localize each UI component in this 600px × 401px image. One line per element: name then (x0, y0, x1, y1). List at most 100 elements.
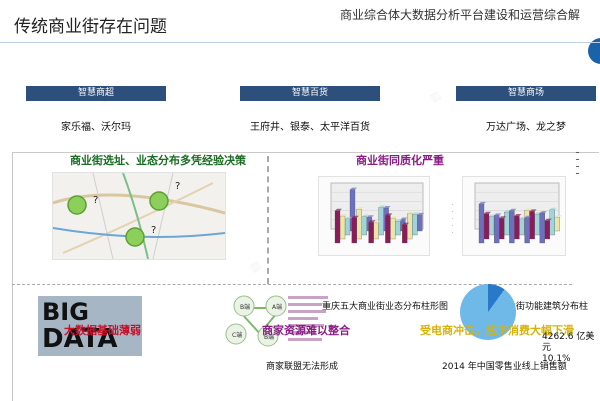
chart-bar-top (340, 214, 347, 216)
chart-bar (488, 216, 495, 236)
diagram-node: C端 (232, 331, 242, 339)
chart-bar (339, 215, 346, 240)
divider-horizontal (12, 284, 572, 285)
chart-bar (544, 220, 550, 240)
category-label-supermarket: 智慧商超 (26, 86, 166, 101)
chart-bar-top (351, 215, 359, 218)
map-image: ? ? ? (52, 172, 226, 260)
chart-bar-top (400, 217, 408, 220)
brand-circle-icon (588, 38, 600, 64)
chart-bar-top (554, 215, 562, 218)
watermark: ▥ (427, 88, 443, 105)
chart-bar-top (385, 213, 393, 216)
issues-frame (12, 152, 599, 401)
chart-bar-top (373, 220, 381, 223)
chart-bar (395, 221, 401, 236)
chart-bar (483, 213, 490, 240)
chart-bar-top (412, 212, 420, 215)
chart-bar-top (499, 216, 507, 219)
chart-bar-top (544, 218, 552, 221)
divider-vertical (267, 156, 269, 284)
issue-big-data: 大数据基础薄弱 (64, 324, 141, 337)
chart-bar (368, 222, 374, 244)
issue-site-selection: 商业街选址、业态分布多凭经验决策 (70, 154, 246, 167)
chart-bar (519, 218, 525, 236)
chart-bar (390, 218, 396, 240)
chart-bar (539, 212, 545, 244)
chart-bar-top (395, 219, 403, 222)
chart-bar-top (479, 201, 486, 204)
chart-bar-top (335, 208, 342, 211)
big-data-word-2: DATA (42, 324, 118, 354)
svg-text:?: ? (93, 195, 98, 206)
bar-chart-business-format (330, 182, 425, 244)
chart-bar-top (383, 206, 391, 208)
chart-bar (402, 224, 408, 244)
chart-bar (351, 217, 357, 244)
chart-bar-top (529, 209, 537, 212)
chart-bar-top (539, 211, 547, 214)
big-data-image: BIG DATA (38, 296, 142, 356)
chart-bar-top (417, 212, 425, 215)
chart-bar (509, 210, 515, 244)
chart-bar (494, 215, 500, 244)
chart-bar (356, 208, 362, 240)
category-sub-mall: 万达广场、龙之梦 (486, 122, 566, 133)
chart-bar (534, 214, 540, 236)
map-graphic: ? ? ? (53, 173, 225, 259)
merchant-diagram: B端 A端 C端 B端 (222, 290, 332, 352)
chart-bar-top (345, 216, 352, 219)
svg-text:?: ? (151, 225, 156, 236)
issue-homogeneity: 商业街同质化严重 (356, 154, 444, 167)
chart-bar-top (356, 207, 364, 210)
chart-bar (549, 209, 555, 236)
chart-bar (554, 217, 560, 232)
caption-chart1: 重庆五大商业街业态分布柱形图 (322, 302, 449, 312)
chart-bar-top (514, 214, 522, 216)
chart-building-function (462, 176, 566, 256)
chart-bar (478, 203, 485, 244)
chart-bar-top (361, 214, 369, 217)
diagram-node: B端 (240, 303, 250, 311)
issue-merchant-resource: 商家资源难以整合 (262, 324, 350, 337)
chart-bar (407, 213, 413, 240)
category-label-department: 智慧百货 (240, 86, 380, 101)
category-sub-department: 王府井、银泰、太平洋百货 (250, 122, 370, 133)
chart-bar-top (366, 215, 374, 218)
chart-bar (417, 214, 423, 232)
chart-bar (344, 218, 351, 236)
chart-bar (361, 216, 367, 236)
chart-bar-top (524, 215, 532, 218)
caption-retail: 2014 年中国零售业线上销售额 (442, 362, 567, 372)
chart-legend-notes: ━━━━ (576, 150, 580, 177)
chart-bar (504, 211, 510, 236)
chart-bar (385, 215, 391, 244)
diagram-node: A端 (272, 303, 282, 311)
merchant-diagram-graphic: B端 A端 C端 B端 (225, 295, 328, 347)
chart-business-format (318, 176, 430, 256)
stat-value: 4262.6 亿美元 (542, 332, 595, 353)
chart-bar (514, 215, 520, 240)
chart-bar-top (524, 208, 532, 211)
chart-bar-top (484, 211, 491, 214)
category-label-mall: 智慧商场 (456, 86, 596, 101)
page-title: 传统商业街存在问题 (14, 17, 167, 37)
issue-ecommerce: 受电商冲击，线下消费大幅下滑 (420, 324, 574, 337)
chart-bar-top (350, 187, 357, 190)
chart-bar-top (494, 213, 502, 216)
svg-text:?: ? (175, 181, 180, 192)
chart-bar-top (549, 207, 557, 210)
chart-bar-top (368, 220, 376, 223)
header-title: 商业综合体大数据分析平台建设和运营综合解 (339, 8, 580, 22)
title-divider (0, 42, 600, 43)
chart-bar (373, 222, 379, 240)
chart-axis-notes: ····· (452, 202, 454, 236)
chart-bar (412, 214, 418, 236)
chart-bar (334, 210, 341, 244)
pie-chart-online-share (460, 284, 516, 340)
chart-bar-top (407, 211, 415, 214)
diagram-node: B端 (264, 333, 274, 341)
category-sub-supermarket: 家乐福、沃尔玛 (61, 122, 131, 133)
chart-bar (499, 218, 505, 240)
stat-percent: 10.1% (542, 354, 571, 364)
